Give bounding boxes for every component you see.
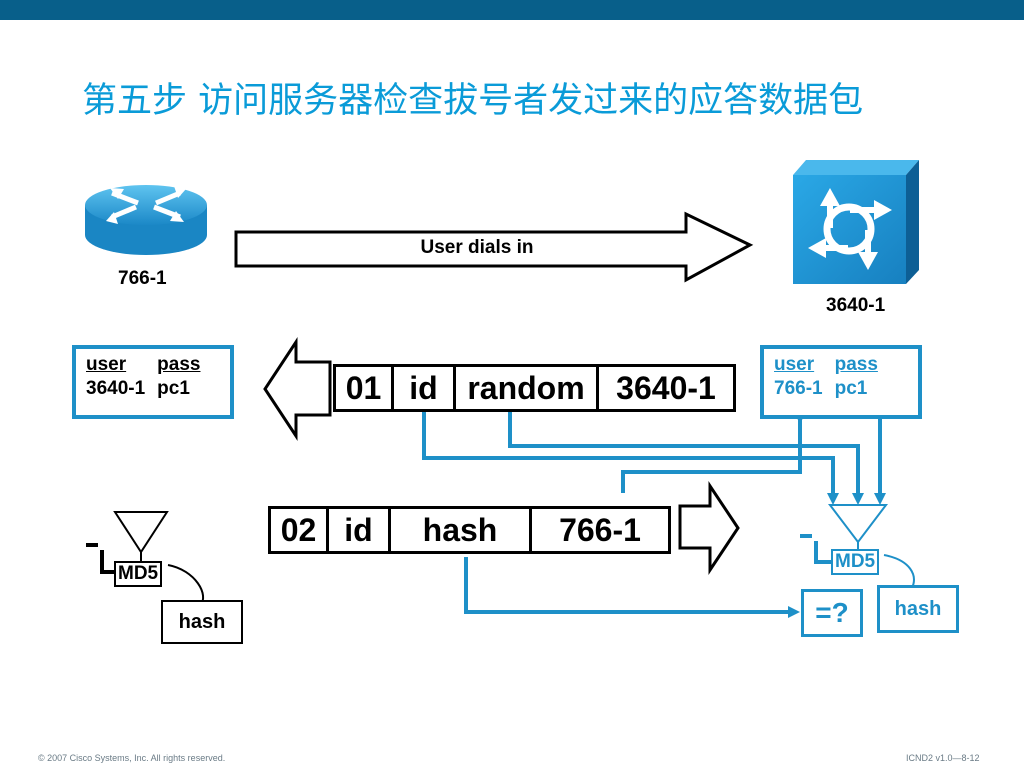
challenge-arrow [263,337,332,441]
footer-copyright: © 2007 Cisco Systems, Inc. All rights re… [38,753,226,763]
router-left-label: 766-1 [118,268,167,289]
value-pass: pc1 [834,378,868,399]
value-pass: pc1 [157,378,190,399]
response-arrow [678,481,740,575]
compare-box: =? [801,589,863,637]
value-user: 766-1 [774,378,823,399]
router-right-label: 3640-1 [826,295,886,316]
user-dials-in-arrow [234,211,754,283]
arrowhead-icon [788,606,800,618]
md5-output-line [883,554,915,589]
md5-funnel-right [827,504,889,549]
response-packet: 02 id hash 766-1 [268,506,671,554]
packet-id: id [394,367,456,409]
md5-input-connector [800,534,832,564]
packet-name: 3640-1 [616,369,716,406]
md5-funnel-left [113,511,169,561]
md5-label-left: MD5 [114,561,163,587]
header-pass: pass [834,354,878,375]
packet-code: 01 [336,367,394,409]
challenge-packet: 01 id random 3640-1 [333,364,736,412]
value-user: 3640-1 [86,378,146,399]
slide-title: 第五步 访问服务器检查拔号者发过来的应答数据包 [82,81,864,121]
top-banner [0,0,1024,20]
credentials-table-left: user pass 3640-1 pc1 [72,345,234,419]
arrowhead-icon [874,493,886,505]
packet-code: 02 [271,509,329,551]
header-pass: pass [157,354,201,375]
packet-hash: hash [391,509,532,551]
data-flow-lines [422,412,882,614]
access-server-icon [793,160,919,284]
user-dials-in-label: User dials in [420,237,534,258]
md5-label-right: MD5 [831,549,880,575]
hash-box-left: hash [161,600,243,644]
header-user: user [86,354,127,375]
packet-name: 766-1 [559,511,641,548]
footer-course-id: ICND2 v1.0—8-12 [906,753,980,763]
header-user: user [774,354,815,375]
md5-input-connector [86,543,116,574]
credentials-table-right: user pass 766-1 pc1 [760,345,922,419]
packet-id: id [329,509,391,551]
hash-box-right: hash [877,585,959,633]
packet-random: random [456,367,599,409]
arrowhead-icon [852,493,864,505]
arrowhead-icon [827,493,839,505]
router-icon [85,185,207,255]
